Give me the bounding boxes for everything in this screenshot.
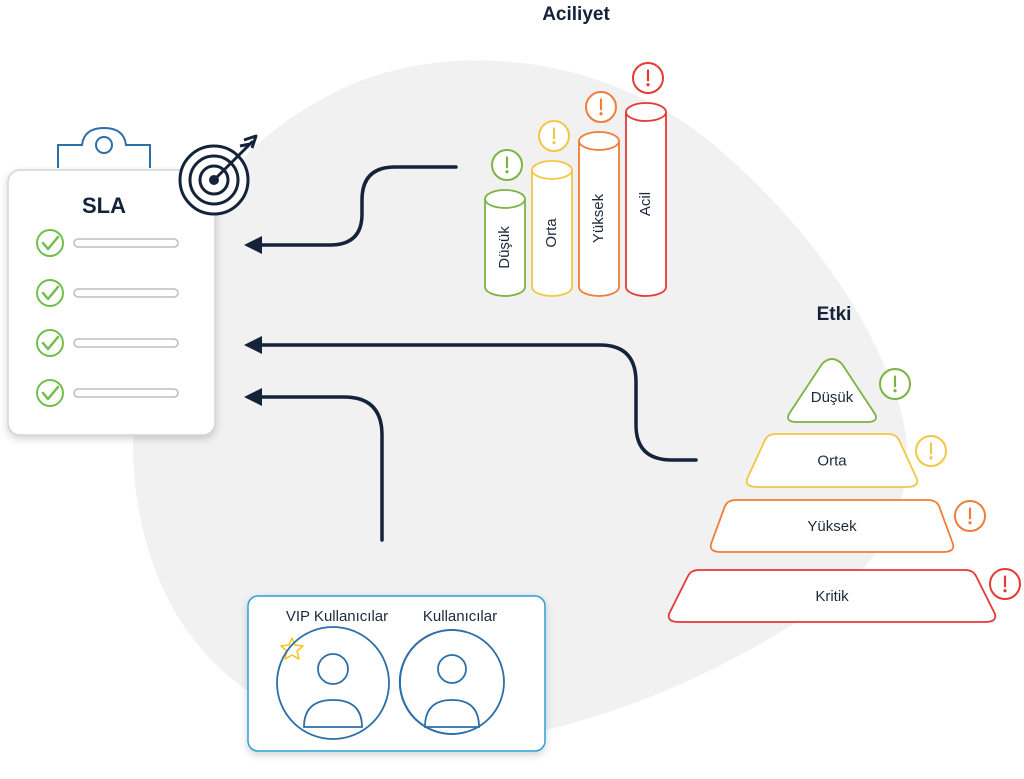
check-icon: [36, 279, 64, 307]
arrow-users-to-sla: [250, 395, 384, 542]
arrow-head-impact: [244, 336, 262, 354]
vip-user-icon: [276, 626, 390, 740]
impact-label-yuksek: Yüksek: [807, 518, 857, 535]
sla-clipboard: SLA: [7, 126, 216, 436]
arrow-head-users: [244, 388, 262, 406]
impact-level-kritik: Kritik: [667, 568, 1021, 623]
checklist-item-1: [36, 229, 179, 257]
users-card: [247, 595, 546, 752]
checklist-line: [73, 388, 179, 398]
checklist-item-2: [36, 279, 179, 307]
urgency-cylinder-orta: Orta: [531, 120, 573, 297]
impact-title: Etki: [817, 304, 852, 325]
checklist: [36, 229, 179, 407]
vip-users-label: VIP Kullanıcılar: [286, 608, 388, 625]
urgency-cylinder-yuksek: Yüksek: [578, 91, 620, 297]
urgency-title: Aciliyet: [542, 4, 610, 25]
users-label: Kullanıcılar: [423, 608, 497, 625]
clipboard-clip-hole: [95, 136, 113, 154]
checklist-line: [73, 238, 179, 248]
impact-label-dusuk: Düşük: [811, 389, 854, 406]
urgency-cylinders: Düşük Orta Yüksek Acil: [484, 62, 667, 297]
checklist-item-4: [36, 379, 179, 407]
urgency-label-yuksek: Yüksek: [590, 193, 607, 243]
impact-level-orta: Orta: [745, 433, 947, 488]
alert-icon: [585, 91, 617, 123]
target-icon: [178, 134, 258, 216]
user-icon: [398, 629, 505, 735]
impact-label-kritik: Kritik: [815, 588, 849, 605]
urgency-cylinder-dusuk: Düşük: [484, 149, 526, 297]
alert-icon: [954, 500, 986, 532]
alert-icon: [915, 435, 947, 467]
alert-icon: [989, 568, 1021, 600]
checklist-item-3: [36, 329, 179, 357]
arrow-head-urgency: [244, 236, 262, 254]
check-icon: [36, 379, 64, 407]
check-icon: [36, 329, 64, 357]
check-icon: [36, 229, 64, 257]
alert-icon: [632, 62, 664, 94]
urgency-label-acil: Acil: [637, 192, 654, 216]
impact-level-yuksek: Yüksek: [709, 499, 986, 553]
alert-icon: [879, 368, 911, 400]
impact-label-orta: Orta: [817, 452, 847, 469]
checklist-line: [73, 288, 179, 298]
star-icon: [280, 637, 304, 660]
users-box: VIP Kullanıcılar Kullanıcılar: [247, 595, 546, 752]
alert-icon: [491, 149, 523, 181]
urgency-label-orta: Orta: [543, 218, 560, 248]
arrow-impact-to-sla: [250, 343, 698, 462]
connector-arrows: [250, 165, 698, 542]
alert-icon: [538, 120, 570, 152]
urgency-label-dusuk: Düşük: [496, 226, 513, 269]
arrow-heads: [244, 236, 262, 406]
impact-level-dusuk: Düşük: [787, 358, 911, 423]
checklist-line: [73, 338, 179, 348]
arrow-urgency-to-sla: [250, 165, 458, 247]
urgency-cylinder-acil: Acil: [625, 62, 667, 297]
sla-title: SLA: [82, 193, 126, 218]
